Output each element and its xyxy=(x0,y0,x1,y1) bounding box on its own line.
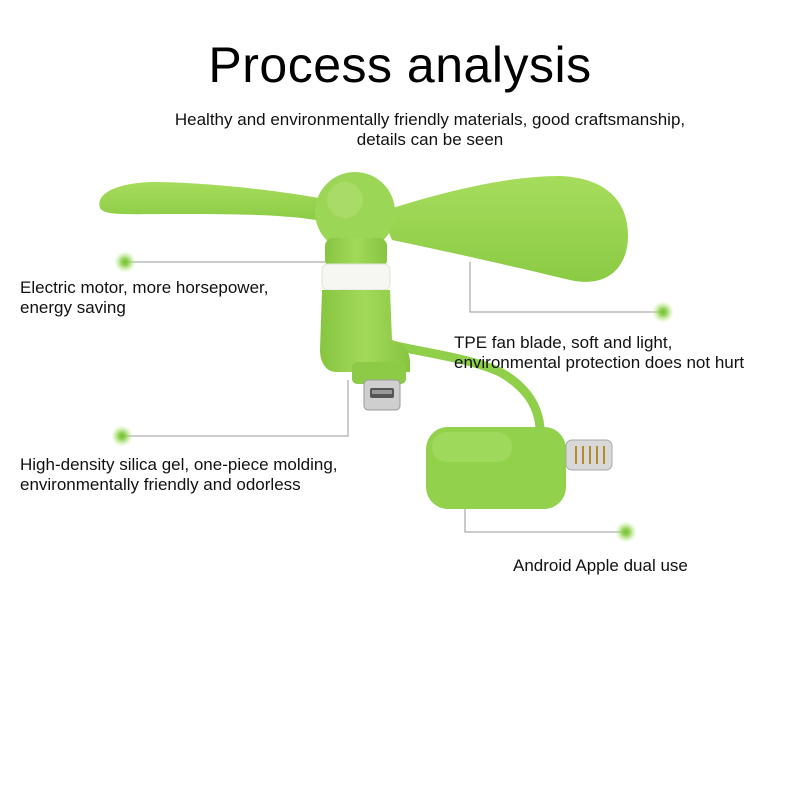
motor-ring xyxy=(321,263,391,291)
micro-usb-collar xyxy=(352,362,406,384)
dot-motor xyxy=(114,251,136,273)
callout-dual: Android Apple dual use xyxy=(513,556,688,576)
callout-blade-line-2: environmental protection does not hurt xyxy=(454,353,745,372)
leader-line-blade xyxy=(469,262,663,313)
page-title: Process analysis xyxy=(208,37,592,93)
callout-blade: TPE fan blade, soft and light, environme… xyxy=(454,333,744,373)
motor-body xyxy=(320,290,410,372)
dot-blade xyxy=(652,301,674,323)
leader-lines xyxy=(122,261,663,533)
subtitle-line-1: Healthy and environmentally friendly mat… xyxy=(174,110,686,129)
callout-motor-line-2: energy saving xyxy=(20,298,126,317)
callout-gel-line-2: environmentally friendly and odorless xyxy=(20,475,301,494)
dot-gel xyxy=(111,425,133,447)
callout-dual-line-1: Android Apple dual use xyxy=(513,556,688,575)
callout-blade-line-1: TPE fan blade, soft and light, xyxy=(454,333,673,352)
leader-line-dual xyxy=(464,500,626,533)
fan-blade-right xyxy=(380,176,628,282)
leader-line-gel xyxy=(122,380,349,437)
callout-motor: Electric motor, more horsepower, energy … xyxy=(20,278,268,318)
callout-motor-line-1: Electric motor, more horsepower, xyxy=(20,278,269,297)
callout-gel: High-density silica gel, one-piece moldi… xyxy=(20,455,338,495)
dot-dual xyxy=(615,521,637,543)
subtitle: Healthy and environmentally friendly mat… xyxy=(0,110,800,150)
motor-neck xyxy=(325,238,387,268)
fan-blade-left xyxy=(99,182,330,222)
subtitle-line-2: details can be seen xyxy=(356,130,504,149)
callout-dots xyxy=(111,251,674,543)
cable xyxy=(387,340,545,433)
callout-gel-line-1: High-density silica gel, one-piece moldi… xyxy=(20,455,338,474)
